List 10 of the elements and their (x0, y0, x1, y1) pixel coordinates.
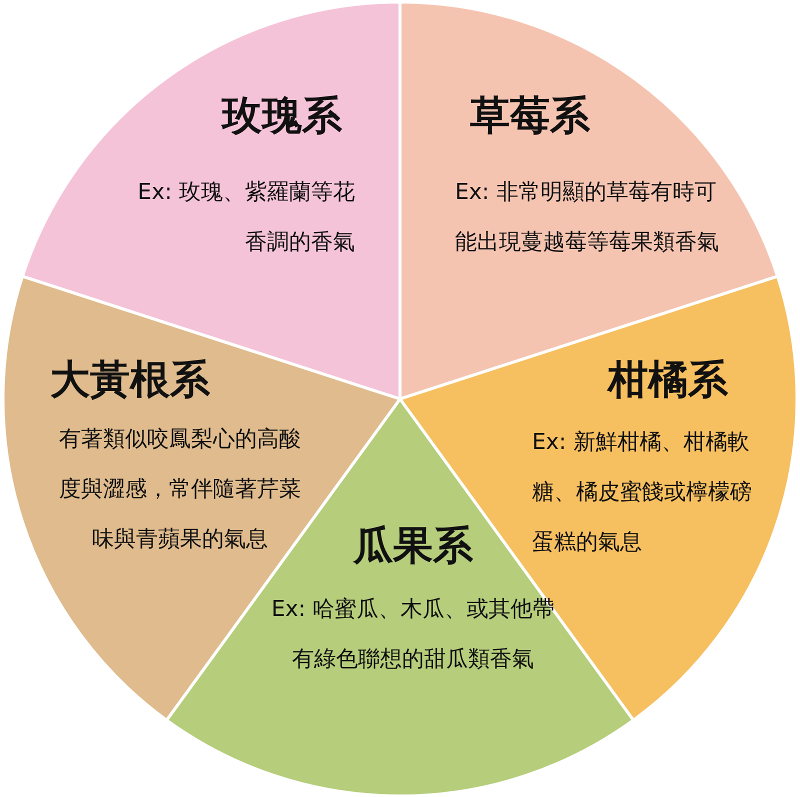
slice-description: 有著類似咬鳳梨心的高酸度與澀感，常伴隨著芹菜味與青蘋果的氣息 (58, 426, 302, 554)
slice-description: Ex: 非常明顯的草莓有時可能出現蔓越莓等莓果類香氣 (455, 179, 720, 257)
slice-heading: 玫瑰系 (222, 92, 342, 141)
slice-heading: 草莓系 (470, 92, 590, 141)
slice-description: Ex: 玫瑰、紫羅蘭等花香調的香氣 (136, 179, 355, 257)
slice-description: Ex: 哈蜜瓜、木瓜、或其他帶有綠色聯想的甜瓜類香氣 (270, 596, 556, 674)
slice-heading: 瓜果系 (353, 522, 473, 571)
slice-heading: 柑橘系 (608, 356, 728, 405)
slice-description: Ex: 新鮮柑橘、柑橘軟糖、橘皮蜜餞或檸檬磅蛋糕的氣息 (532, 429, 753, 557)
slice-heading: 大黃根系 (50, 356, 210, 405)
